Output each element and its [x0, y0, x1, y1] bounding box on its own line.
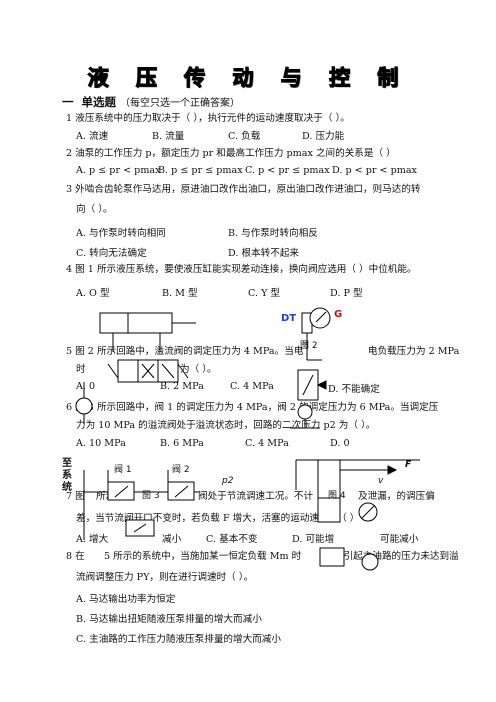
- fig2-caption: 图 2: [300, 341, 318, 351]
- q7-option-d: D. 可能增: [292, 534, 335, 545]
- q8-option-c: C. 主油路的工作压力随液压泵排量的增大而减小: [76, 634, 281, 645]
- q2-option-d: D. p < pr < pmax: [332, 165, 417, 176]
- q7-option-d-cont: 可能减小: [380, 534, 419, 545]
- question-2-stem: 2 油泵的工作压力 p，额定压力 pr 和最高工作压力 pmax 之间的关系是（…: [66, 148, 396, 159]
- q7-option-b: 减小: [162, 534, 182, 545]
- q4-option-d: D. P 型: [330, 288, 363, 299]
- section-label: 单选题: [81, 95, 117, 109]
- q3-option-c: C. 转向无法确定: [76, 248, 147, 259]
- q2-option-a: A. p ≤ pr < pmax: [76, 165, 161, 176]
- q4-option-c: C. Y 型: [248, 288, 281, 299]
- q7-option-a: A. 增大: [76, 534, 109, 545]
- q1-option-c: C. 负载: [228, 131, 261, 142]
- q3-option-d: D. 根本转不起来: [228, 248, 300, 259]
- fig1-cylinder: [99, 312, 196, 352]
- q4-option-a: A. O 型: [76, 288, 110, 299]
- question-7-stem-1c: 阀处于节流调速工况。不计: [198, 491, 314, 502]
- fig3-valve1-label: 阀 1: [114, 465, 132, 475]
- question-5-stem-line2b: 为（ ）。: [180, 364, 217, 375]
- q3-option-b: B. 与作泵时转向相反: [228, 228, 318, 239]
- question-6-stem-line1: 6 图 3 所示回路中，阀 1 的调定压力为 4 MPa，阀 2 的调定压力为 …: [66, 402, 439, 413]
- fig4-circuit: [295, 459, 420, 571]
- q5-option-a: A. 0: [76, 381, 96, 392]
- q5-option-b: B. 2 MPa: [160, 381, 204, 392]
- question-3-stem-line1: 3 外啮合齿轮泵作马达用，原进油口改作出油口，原出油口改作进油口，则马达的转: [66, 184, 421, 195]
- fig2-circuit: [290, 307, 331, 429]
- question-8-stem-1b: 5 所示的系统中，当施加某一恒定负载 Mm 时: [104, 551, 302, 562]
- question-7-stem-line2: 差，当节流阀开口不变时，若负载 F 增大，活塞的运动速度 v（ ）: [76, 513, 360, 524]
- page-title: 液 压 传 动 与 控 制: [87, 65, 409, 90]
- q1-option-a: A. 流速: [76, 131, 109, 142]
- q8-option-a: A. 马达输出功率为恒定: [76, 594, 176, 605]
- question-5-stem-line1b: 电负载压力为 2 MPa: [368, 346, 460, 357]
- section-heading: 一 单选题 （每空只选一个正确答案）: [62, 94, 240, 110]
- question-5-stem-line1a: 5 图 2 所示回路中，溢流阀的调定压力为 4 MPa。当电: [66, 346, 304, 357]
- q1-option-d: D. 压力能: [302, 131, 345, 142]
- q5-option-c: C. 4 MPa: [230, 381, 274, 392]
- section-number: 一: [62, 95, 74, 109]
- question-7-stem-1b: 所示: [96, 491, 116, 502]
- fig1-pump: [75, 397, 93, 415]
- question-3-stem-line2: 向（ ）。: [76, 204, 113, 215]
- question-7-stem-1a: 7 图: [66, 491, 85, 502]
- fig3-caption: 图 3: [142, 491, 160, 501]
- fig3-system-label: 至 系 统: [62, 458, 72, 493]
- question-7-stem-1d: 及泄漏，的调压偏: [358, 491, 435, 502]
- q7-option-c: C. 基本不变: [206, 534, 258, 545]
- fig3-valve2-label: 阀 2: [172, 465, 190, 475]
- fig2-dt-label: DT: [281, 313, 297, 324]
- q4-option-b: B. M 型: [162, 288, 198, 299]
- q6-option-d: D. 0: [330, 438, 350, 449]
- fig2-g-label: G: [334, 309, 343, 320]
- question-8-stem-1c: 其引起主油路的压力未达到溢: [334, 551, 459, 562]
- question-6-stem-line2: 力为 10 MPa 的溢流阀处于溢流状态时，回路的二次压力 p2 为（ ）。: [76, 420, 376, 431]
- q2-option-c: C. p < pr ≤ pmax: [245, 165, 330, 176]
- question-5-stem-line2a: 时: [76, 364, 86, 375]
- question-1-stem: 1 液压系统中的压力取决于（ ），执行元件的运动速度取决于（ ）。: [66, 113, 350, 124]
- q6-option-c: C. 4 MPa: [245, 438, 289, 449]
- fig4-velocity-label: v: [378, 476, 384, 486]
- q8-option-b: B. 马达输出扭矩随液压泵排量的增大而减小: [76, 614, 262, 625]
- q1-option-b: B. 流量: [152, 131, 185, 142]
- fig3-circuit: [83, 470, 200, 540]
- fig1-directional-valve: [107, 359, 189, 383]
- section-note: （每空只选一个正确答案）: [120, 98, 241, 109]
- fig3-p2-label: p2: [222, 476, 234, 486]
- q6-option-a: A. 10 MPa: [76, 438, 126, 449]
- q6-option-b: B. 6 MPa: [160, 438, 204, 449]
- question-4-stem: 4 图 1 所示液压系统，要使液压缸能实现差动连接，换向阀应选用（ ）中位机能。: [66, 264, 417, 275]
- fig4-force-label: F: [405, 460, 412, 470]
- q3-option-a: A. 与作泵时转向相同: [76, 228, 166, 239]
- question-8-stem-line2: 流阀调整压力 PY，则在进行调速时（ ）。: [76, 572, 254, 583]
- q5-option-d: D. 不能确定: [328, 384, 380, 395]
- question-8-stem-1a: 8 在: [66, 551, 85, 562]
- q2-option-b: B. p ≤ pr ≤ pmax: [158, 165, 243, 176]
- fig4-caption: 图 4: [328, 491, 346, 501]
